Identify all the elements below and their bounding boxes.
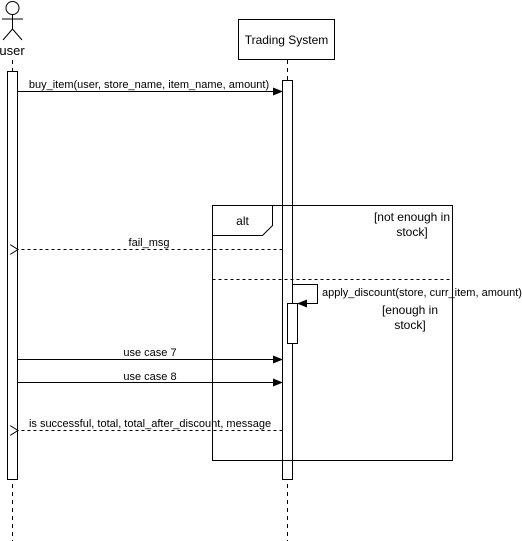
buy-item-message: buy_item(user, store_name, item_name, am… xyxy=(17,79,283,96)
use-case-8-message: use case 8 xyxy=(17,371,283,387)
guard-enough-line-2: stock] xyxy=(394,318,425,332)
guard-not-enough-line-1: [not enough in xyxy=(374,210,450,224)
apply-discount-label: apply_discount(store, curr_item, amount) xyxy=(322,287,522,299)
use-case-8-label: use case 8 xyxy=(123,371,176,383)
trading-system-box xyxy=(238,19,335,60)
result-message: is successful, total, total_after_discou… xyxy=(18,418,283,431)
stick-figure-icon xyxy=(2,1,23,41)
fail-msg-message: fail_msg xyxy=(18,237,283,250)
user-actor-label: user xyxy=(0,43,25,58)
alt-operator-tab xyxy=(212,205,273,236)
result-label: is successful, total, total_after_discou… xyxy=(29,418,271,430)
user-activation-bar xyxy=(7,71,18,480)
guard-enough-line-1: [enough in xyxy=(382,303,438,317)
alt-operator-label: alt xyxy=(236,214,249,228)
guard-not-enough-line-2: stock] xyxy=(396,225,427,239)
use-case-7-label: use case 7 xyxy=(123,347,176,359)
buy-item-label: buy_item(user, store_name, item_name, am… xyxy=(29,79,269,91)
alt-fragment-frame xyxy=(212,205,453,461)
trading-system-label: Trading System xyxy=(245,33,329,47)
apply-discount-activation-bar xyxy=(287,303,298,344)
apply-discount-self-arrow xyxy=(292,284,318,308)
apply-discount-message: apply_discount(store, curr_item, amount) xyxy=(292,284,522,308)
trading-system-participant: Trading System xyxy=(238,19,335,60)
user-actor: user xyxy=(0,1,25,58)
fail-msg-label: fail_msg xyxy=(129,237,170,249)
use-case-7-message: use case 7 xyxy=(17,347,283,364)
alt-fragment: alt [not enough in stock] [enough in sto… xyxy=(212,205,453,461)
